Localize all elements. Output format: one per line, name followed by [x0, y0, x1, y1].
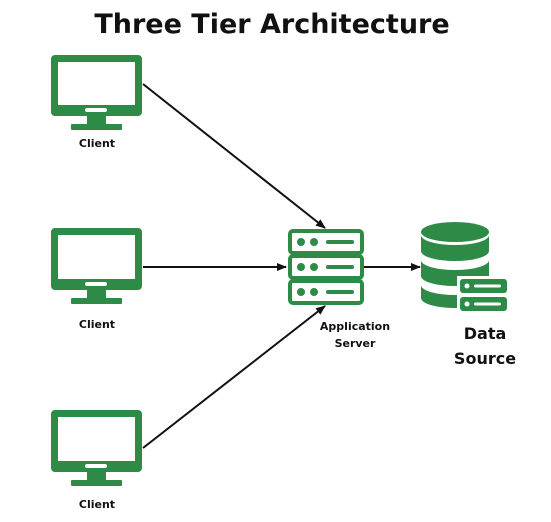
monitor-icon [51, 410, 142, 486]
datasource-label-line2: Source [454, 349, 516, 368]
client-label: Client [79, 137, 115, 150]
server-rack-icon [288, 229, 364, 305]
client-label: Client [79, 498, 115, 511]
diagram-title: Three Tier Architecture [94, 9, 449, 40]
client-node-1: Client [51, 55, 142, 150]
client-label: Client [79, 318, 115, 331]
datasource-label-line1: Data [464, 324, 507, 343]
arrow-client1-to-server [142, 83, 326, 229]
monitor-icon [51, 228, 142, 304]
client-node-2: Client [51, 228, 142, 331]
mini-server-icon [457, 276, 509, 314]
arrow-client3-to-server [142, 305, 326, 449]
monitor-icon [51, 55, 142, 130]
client-node-3: Client [51, 410, 142, 511]
server-label-line1: Application [320, 320, 390, 333]
application-server-node: Application Server [288, 229, 390, 350]
server-label-line2: Server [335, 337, 376, 350]
data-source-node: Data Source [421, 222, 516, 368]
